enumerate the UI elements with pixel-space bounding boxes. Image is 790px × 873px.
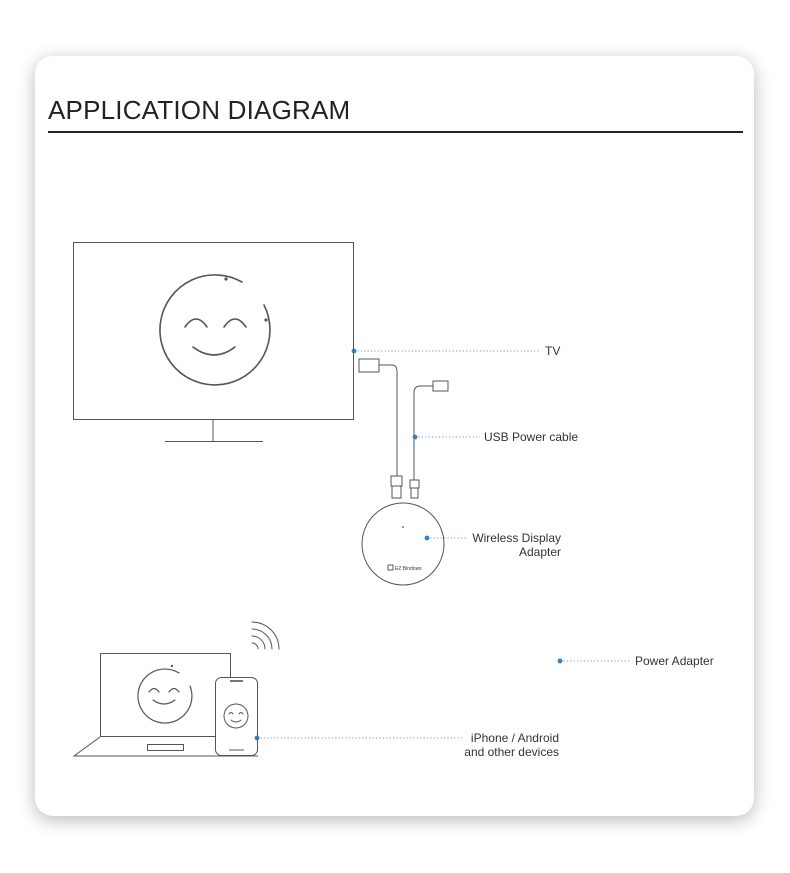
- label-devices-line1: iPhone / Android: [470, 731, 559, 745]
- phone-icon: [215, 677, 258, 756]
- label-power-adapter: Power Adapter: [635, 654, 714, 668]
- wifi-signal-icon: [251, 621, 280, 650]
- page-title: APPLICATION DIAGRAM: [48, 95, 351, 125]
- callout-dots: [254, 348, 563, 741]
- label-adapter-line1: Wireless Display: [472, 531, 561, 545]
- label-devices-line2: and other devices: [464, 745, 559, 759]
- label-tv: TV: [545, 344, 561, 358]
- smiley-icon: [223, 703, 249, 729]
- title-divider: [48, 131, 743, 133]
- label-usb-power-cable: USB Power cable: [484, 430, 579, 444]
- hdmi-plug-icon: [391, 485, 402, 499]
- callout-leaders: [257, 350, 630, 739]
- adapter-logo: EZ Bindows: [395, 566, 422, 572]
- tv-icon: [73, 242, 354, 442]
- smiley-icon: [159, 274, 271, 386]
- diagram-card: [35, 56, 754, 816]
- smiley-icon: [137, 664, 193, 724]
- hdmi-cable: [358, 358, 403, 499]
- label-wireless-display-adapter: Wireless Display Adapter: [472, 531, 561, 559]
- usb-plug-icon: [432, 380, 449, 392]
- usb-power-cable: [409, 380, 449, 499]
- label-adapter-line2: Adapter: [518, 545, 561, 559]
- usb-plug-icon: [410, 487, 419, 499]
- hdmi-plug-icon: [358, 358, 380, 373]
- label-devices: iPhone / Android and other devices: [464, 731, 559, 759]
- wireless-adapter-icon: EZ Bindows: [361, 502, 445, 586]
